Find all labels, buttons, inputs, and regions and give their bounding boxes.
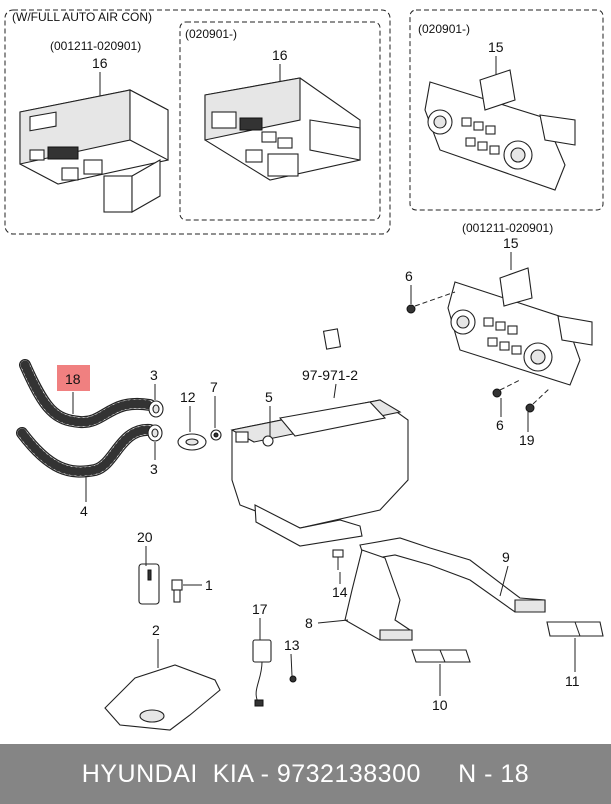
part-label-19: 19 xyxy=(519,432,535,448)
part-label-2: 2 xyxy=(152,622,160,638)
part-label-9: 9 xyxy=(502,549,510,565)
code-mid-range: (020901-) xyxy=(185,27,237,41)
code-left-range: (001211-020901) xyxy=(50,39,141,53)
variant-box-right xyxy=(409,9,604,211)
ref-label: 97-971-2 xyxy=(302,367,358,383)
part-label-13: 13 xyxy=(284,637,300,653)
part-label-8: 8 xyxy=(305,615,313,631)
footer-text: HYUNDAI KIA - 9732138300 N - 18 xyxy=(81,759,530,788)
part-label-17: 17 xyxy=(252,601,268,617)
box-title: (W/FULL AUTO AIR CON) xyxy=(12,10,152,24)
duct-8 xyxy=(344,549,413,641)
cover-2 xyxy=(104,664,221,731)
outlet-11 xyxy=(546,621,604,637)
part-label-7: 7 xyxy=(210,379,218,395)
part-label-1: 1 xyxy=(205,577,213,593)
variant-box-auto-aircon: (W/FULL AUTO AIR CON) xyxy=(4,9,391,235)
part-label-10: 10 xyxy=(432,697,448,713)
screw-13 xyxy=(289,675,297,683)
nut-7 xyxy=(210,429,222,441)
part-1 xyxy=(171,579,183,603)
part-label-16-left: 16 xyxy=(92,55,108,71)
actuator-17 xyxy=(252,639,272,707)
part-label-20: 20 xyxy=(137,529,153,545)
screw-6-bottom xyxy=(492,379,521,398)
part-label-12: 12 xyxy=(180,389,196,405)
part-label-4: 4 xyxy=(80,503,88,519)
part-label-15-bottom: 15 xyxy=(503,235,519,251)
grommet-12 xyxy=(177,433,207,451)
code-right-top-range: (020901-) xyxy=(418,22,470,36)
hose-18 xyxy=(19,359,156,429)
screw-6-top xyxy=(406,291,456,314)
clamp-3-bottom xyxy=(147,424,163,442)
control-unit-16-new xyxy=(204,77,361,181)
control-panel-15-legacy xyxy=(447,267,593,386)
part-label-6-top: 6 xyxy=(405,268,413,284)
part-label-3-bottom: 3 xyxy=(150,461,158,477)
parts-diagram: (W/FULL AUTO AIR CON) (001211-020901) 16… xyxy=(4,9,604,731)
control-panel-15-new xyxy=(424,69,576,191)
outlet-10 xyxy=(411,649,471,663)
control-unit-16-legacy xyxy=(19,89,169,213)
screw-19 xyxy=(525,387,551,413)
duct-9 xyxy=(359,537,546,613)
part-label-18: 18 xyxy=(65,371,81,387)
part-label-11: 11 xyxy=(565,673,580,689)
part-label-15-top: 15 xyxy=(488,39,504,55)
code-right-bottom-range: (001211-020901) xyxy=(462,221,553,235)
bolt-14 xyxy=(332,549,344,570)
highlight-box-18 xyxy=(57,365,90,391)
hose-4 xyxy=(16,424,156,478)
part-label-3-top: 3 xyxy=(150,367,158,383)
clamp-3-top xyxy=(148,400,164,418)
sensor-20 xyxy=(138,563,160,605)
heater-housing xyxy=(230,328,409,547)
part-label-16-mid: 16 xyxy=(272,47,288,63)
part-label-14: 14 xyxy=(332,584,348,600)
part-label-6-bottom: 6 xyxy=(496,417,504,433)
footer-bar: HYUNDAI KIA - 9732138300 N - 18 xyxy=(0,744,611,804)
part-label-5: 5 xyxy=(265,389,273,405)
